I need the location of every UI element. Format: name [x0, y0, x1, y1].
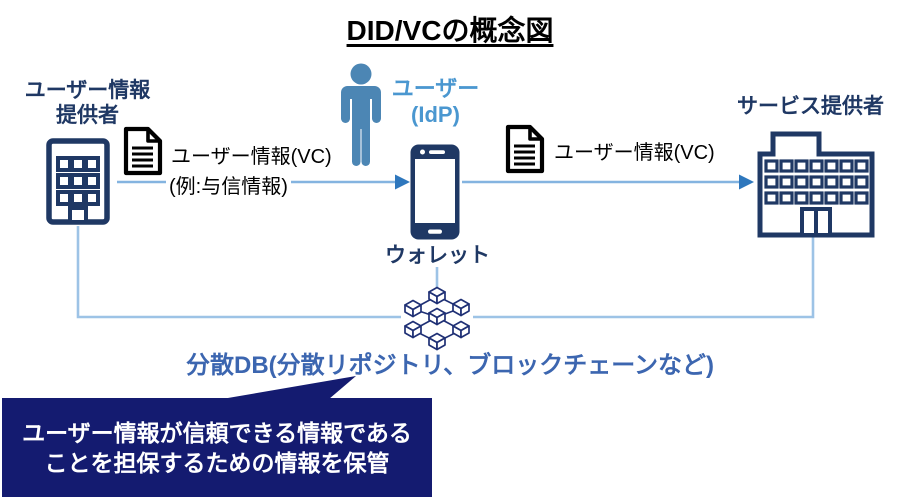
connector-service-to-db — [473, 237, 815, 319]
arrow-wallet-to-service — [462, 174, 754, 190]
callout-tail — [222, 376, 356, 399]
blockchain-icon — [404, 286, 470, 351]
smartphone-icon — [410, 144, 460, 240]
label-user-idp: ユーザー (IdP) — [388, 76, 483, 128]
arrowhead-icon — [395, 174, 410, 190]
label-line: ユーザー情報 — [24, 79, 151, 102]
flow-label-user-info-vc: ユーザー情報(VC) — [171, 146, 332, 168]
cube-icon — [404, 320, 422, 339]
person-icon — [341, 63, 381, 166]
label-service-provider: サービス提供者 — [737, 95, 884, 118]
door — [800, 207, 832, 237]
document-icon — [505, 124, 545, 174]
cube-icon — [428, 307, 446, 326]
page-title: DID/VCの概念図 — [346, 15, 554, 46]
arrowhead-icon — [739, 174, 754, 190]
cube-icon — [452, 320, 470, 339]
label-user-info-provider: ユーザー情報 提供者 — [10, 78, 165, 128]
label-wallet: ウォレット — [385, 244, 490, 267]
door — [68, 206, 88, 224]
callout-text-line: ユーザー情報が信頼できる情報である — [22, 419, 412, 446]
cube-icon — [452, 298, 470, 317]
flow-label-user-info-vc: ユーザー情報(VC) — [554, 142, 715, 164]
office-building-icon — [757, 131, 875, 238]
cube-icon — [428, 286, 446, 305]
document-icon — [123, 126, 163, 176]
label-line: (IdP) — [411, 102, 460, 127]
connector-provider-to-db — [76, 226, 401, 319]
building-icon — [46, 138, 110, 225]
cube-icon — [404, 299, 422, 318]
distributed-db-caption: 分散DB(分散リポジトリ、ブロックチェーンなど) — [185, 352, 714, 379]
flow-label-credit-info-example: (例:与信情報) — [166, 170, 291, 199]
callout-bubble: ユーザー情報が信頼できる情報である ことを担保するための情報を保管 — [2, 398, 432, 497]
label-line: 提供者 — [56, 104, 119, 127]
label-line: ユーザー — [391, 76, 480, 101]
callout-text-line: ことを担保するための情報を保管 — [44, 449, 390, 476]
cube-icon — [428, 332, 446, 351]
